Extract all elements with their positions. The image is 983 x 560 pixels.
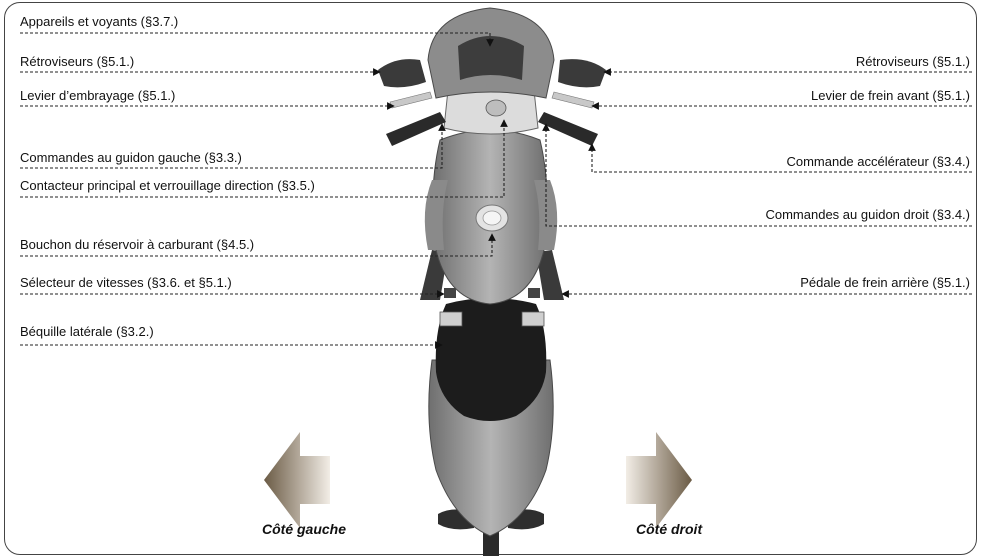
- rear-set-left: [440, 312, 462, 326]
- right-arrow-icon: [626, 432, 692, 528]
- label-right-controls: Commandes au guidon droit (§3.4.): [765, 207, 970, 222]
- mirror-left: [378, 59, 426, 87]
- label-mirror-right: Rétroviseurs (§5.1.): [856, 54, 970, 69]
- ignition-switch: [486, 100, 506, 116]
- label-mirror-left: Rétroviseurs (§5.1.): [20, 54, 134, 69]
- handlebar-left: [386, 112, 446, 146]
- label-throttle: Commande accélérateur (§3.4.): [786, 154, 970, 169]
- label-gear-selector: Sélecteur de vitesses (§3.6. et §5.1.): [20, 275, 232, 290]
- instrument-panel: [458, 36, 524, 80]
- label-ignition: Contacteur principal et verrouillage dir…: [20, 178, 315, 193]
- motorcycle-illustration: [378, 8, 606, 556]
- right-side-indicator: Côté droit: [626, 432, 703, 537]
- clutch-lever: [390, 92, 432, 108]
- label-rear-brake-pedal: Pédale de frein arrière (§5.1.): [800, 275, 970, 290]
- left-side-label: Côté gauche: [262, 521, 346, 537]
- left-side-indicator: Côté gauche: [262, 432, 346, 537]
- right-side-label: Côté droit: [636, 521, 703, 537]
- brake-lever: [552, 92, 594, 108]
- rear-set-right: [522, 312, 544, 326]
- fuel-cap-inner: [483, 211, 501, 225]
- right-callouts: Rétroviseurs (§5.1.) Levier de frein ava…: [546, 54, 972, 294]
- leader-instruments: [20, 33, 490, 46]
- footpeg-left: [444, 288, 456, 298]
- mirror-right: [558, 59, 606, 87]
- label-fuel-cap: Bouchon du réservoir à carburant (§4.5.): [20, 237, 254, 252]
- footpeg-right: [528, 288, 540, 298]
- label-instruments: Appareils et voyants (§3.7.): [20, 14, 178, 29]
- label-left-controls: Commandes au guidon gauche (§3.3.): [20, 150, 242, 165]
- label-front-brake-lever: Levier de frein avant (§5.1.): [811, 88, 970, 103]
- label-clutch-lever: Levier d’embrayage (§5.1.): [20, 88, 175, 103]
- left-arrow-icon: [264, 432, 330, 528]
- handlebar-right: [538, 112, 598, 146]
- label-side-stand: Béquille latérale (§3.2.): [20, 324, 154, 339]
